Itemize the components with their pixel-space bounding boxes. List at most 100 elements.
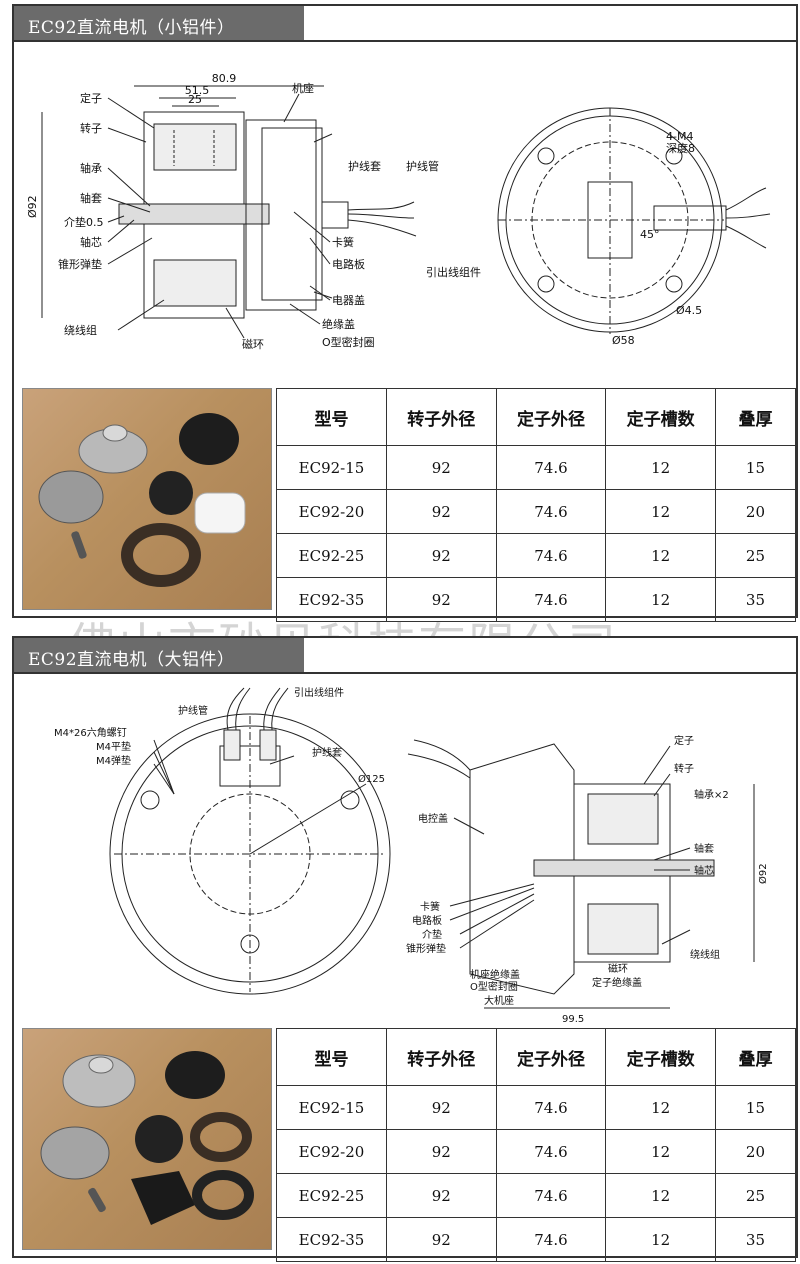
label-bearing2: 轴承×2 (694, 788, 729, 801)
cell-stack: 15 (714, 1085, 797, 1130)
dim-angle: 45° (640, 228, 660, 241)
section-large-aluminum: EC92直流电机（大铝件） (12, 636, 798, 1262)
cell-rotor-od: 92 (386, 445, 497, 490)
cell-rotor-od: 92 (386, 1129, 497, 1174)
label-magnet: 磁环 (608, 962, 628, 975)
dim-bolt: 4-M4 (666, 130, 693, 143)
label-bearing: 轴承 (80, 161, 102, 175)
section-title: EC92直流电机（大铝件） (28, 650, 235, 670)
label-sleeve: 轴套 (694, 842, 714, 855)
cell-stack: 25 (714, 533, 797, 578)
cell-model: EC92-35 (276, 1217, 387, 1262)
label-oring: O型密封圈 (322, 335, 375, 349)
label-pcb: 电路板 (332, 257, 365, 271)
label-clip: 卡簧 (420, 900, 440, 913)
table-header-row: 型号 转子外径 定子外径 定子槽数 叠厚 (276, 388, 797, 446)
label-ins-cover: 绝缘盖 (322, 317, 355, 331)
section-header-bar: EC92直流电机（小铝件） (14, 6, 304, 40)
label-guard-sleeve: 护线套 (312, 746, 342, 759)
cell-stator-od: 74.6 (495, 1173, 607, 1218)
cell-slots: 12 (605, 1085, 716, 1130)
label-lead: 引出线组件 (294, 686, 344, 699)
label-magnet: 磁环 (242, 338, 264, 351)
cell-stator-od: 74.6 (495, 1085, 607, 1130)
cell-stator-od: 74.6 (495, 533, 607, 578)
spec-table-small: 型号 转子外径 定子外径 定子槽数 叠厚 EC92-15 92 74.6 12 … (276, 388, 797, 622)
label-screw: M4*26六角螺钉 (54, 727, 127, 739)
label-guard-sleeve: 护线套 (348, 159, 381, 173)
cell-model: EC92-25 (276, 533, 387, 578)
divider (14, 672, 796, 674)
table-row: EC92-35 92 74.6 12 35 (276, 577, 797, 622)
label-spring: 锥形弹垫 (58, 257, 102, 271)
cell-model: EC92-20 (276, 489, 387, 534)
table-header-row: 型号 转子外径 定子外径 定子槽数 叠厚 (276, 1028, 797, 1086)
label-sleeve: 轴套 (80, 191, 102, 205)
col-stator-od: 定子外径 (495, 1028, 607, 1086)
label-clip: 卡簧 (332, 235, 354, 249)
section-header-bar: EC92直流电机（大铝件） (14, 638, 304, 672)
label-rotor: 转子 (80, 121, 102, 135)
motor-drawing-small: 80.9 51.5 25 Ø92 4-M4 深度8 45° Ø4.5 Ø58 定… (26, 72, 771, 351)
table-row: EC92-25 92 74.6 12 25 (276, 533, 797, 578)
label-base-cover: 机座绝缘盖 (470, 968, 520, 981)
dim-inner: 51.5 (185, 84, 210, 97)
cell-stack: 20 (714, 489, 797, 534)
label-shaft: 轴芯 (694, 864, 714, 877)
section-title: EC92直流电机（小铝件） (28, 18, 235, 38)
cell-slots: 12 (605, 1129, 716, 1174)
cell-stack: 20 (714, 1129, 797, 1174)
label-big-base: 大机座 (484, 994, 514, 1007)
dim-pcd: Ø58 (612, 334, 635, 347)
col-model: 型号 (276, 1028, 387, 1086)
table-row: EC92-15 92 74.6 12 15 (276, 1085, 797, 1130)
motor-drawing-large: Ø125 Ø92 99.5 M4*26六角螺钉 M4平垫 M4弹垫 护线管 引出… (54, 686, 769, 1024)
col-slots: 定子槽数 (605, 1028, 716, 1086)
section-small-aluminum: EC92直流电机（小铝件） (12, 4, 798, 622)
col-stack: 叠厚 (714, 388, 797, 446)
cell-model: EC92-15 (276, 1085, 387, 1130)
cell-rotor-od: 92 (386, 1085, 497, 1130)
dim-diameter: Ø92 (26, 195, 39, 218)
label-flat: M4平垫 (96, 740, 131, 753)
dim-diameter: Ø125 (358, 773, 385, 785)
cell-model: EC92-25 (276, 1173, 387, 1218)
cell-stator-od: 74.6 (495, 489, 607, 534)
table-row: EC92-25 92 74.6 12 25 (276, 1173, 797, 1218)
product-photo-large (22, 1028, 272, 1250)
cell-model: EC92-15 (276, 445, 387, 490)
table-row: EC92-15 92 74.6 12 15 (276, 445, 797, 490)
cell-slots: 12 (605, 489, 716, 534)
cell-model: EC92-20 (276, 1129, 387, 1174)
label-washer: 介垫0.5 (64, 215, 104, 229)
cell-stack: 35 (714, 1217, 797, 1262)
table-row: EC92-20 92 74.6 12 20 (276, 1129, 797, 1174)
label-washer: 介垫 (422, 928, 442, 941)
cell-slots: 12 (605, 1217, 716, 1262)
dim-right-dia: Ø92 (757, 863, 769, 884)
label-stator: 定子 (80, 91, 102, 105)
dim-stack: 25 (188, 93, 202, 106)
label-guard-tube: 护线管 (178, 704, 208, 717)
cell-rotor-od: 92 (386, 577, 497, 622)
label-winding: 绕线组 (690, 948, 720, 961)
parts-illustration (40, 1051, 254, 1225)
dim-overall: 80.9 (212, 72, 237, 85)
label-stator-cover: 定子绝缘盖 (592, 976, 642, 989)
label-spring-w: M4弹垫 (96, 754, 131, 767)
label-lead: 引出线组件 (426, 265, 481, 279)
label-stator: 定子 (674, 734, 694, 747)
cell-slots: 12 (605, 577, 716, 622)
cell-model: EC92-35 (276, 577, 387, 622)
label-pcb: 电路板 (412, 914, 442, 927)
cell-rotor-od: 92 (386, 1217, 497, 1262)
cell-stator-od: 74.6 (495, 445, 607, 490)
cell-slots: 12 (605, 445, 716, 490)
table-row: EC92-35 92 74.6 12 35 (276, 1217, 797, 1262)
cell-rotor-od: 92 (386, 533, 497, 578)
cell-stator-od: 74.6 (495, 1129, 607, 1174)
cell-stator-od: 74.6 (495, 1217, 607, 1262)
label-rotor: 转子 (674, 762, 694, 775)
col-stack: 叠厚 (714, 1028, 797, 1086)
parts-illustration (38, 413, 246, 587)
